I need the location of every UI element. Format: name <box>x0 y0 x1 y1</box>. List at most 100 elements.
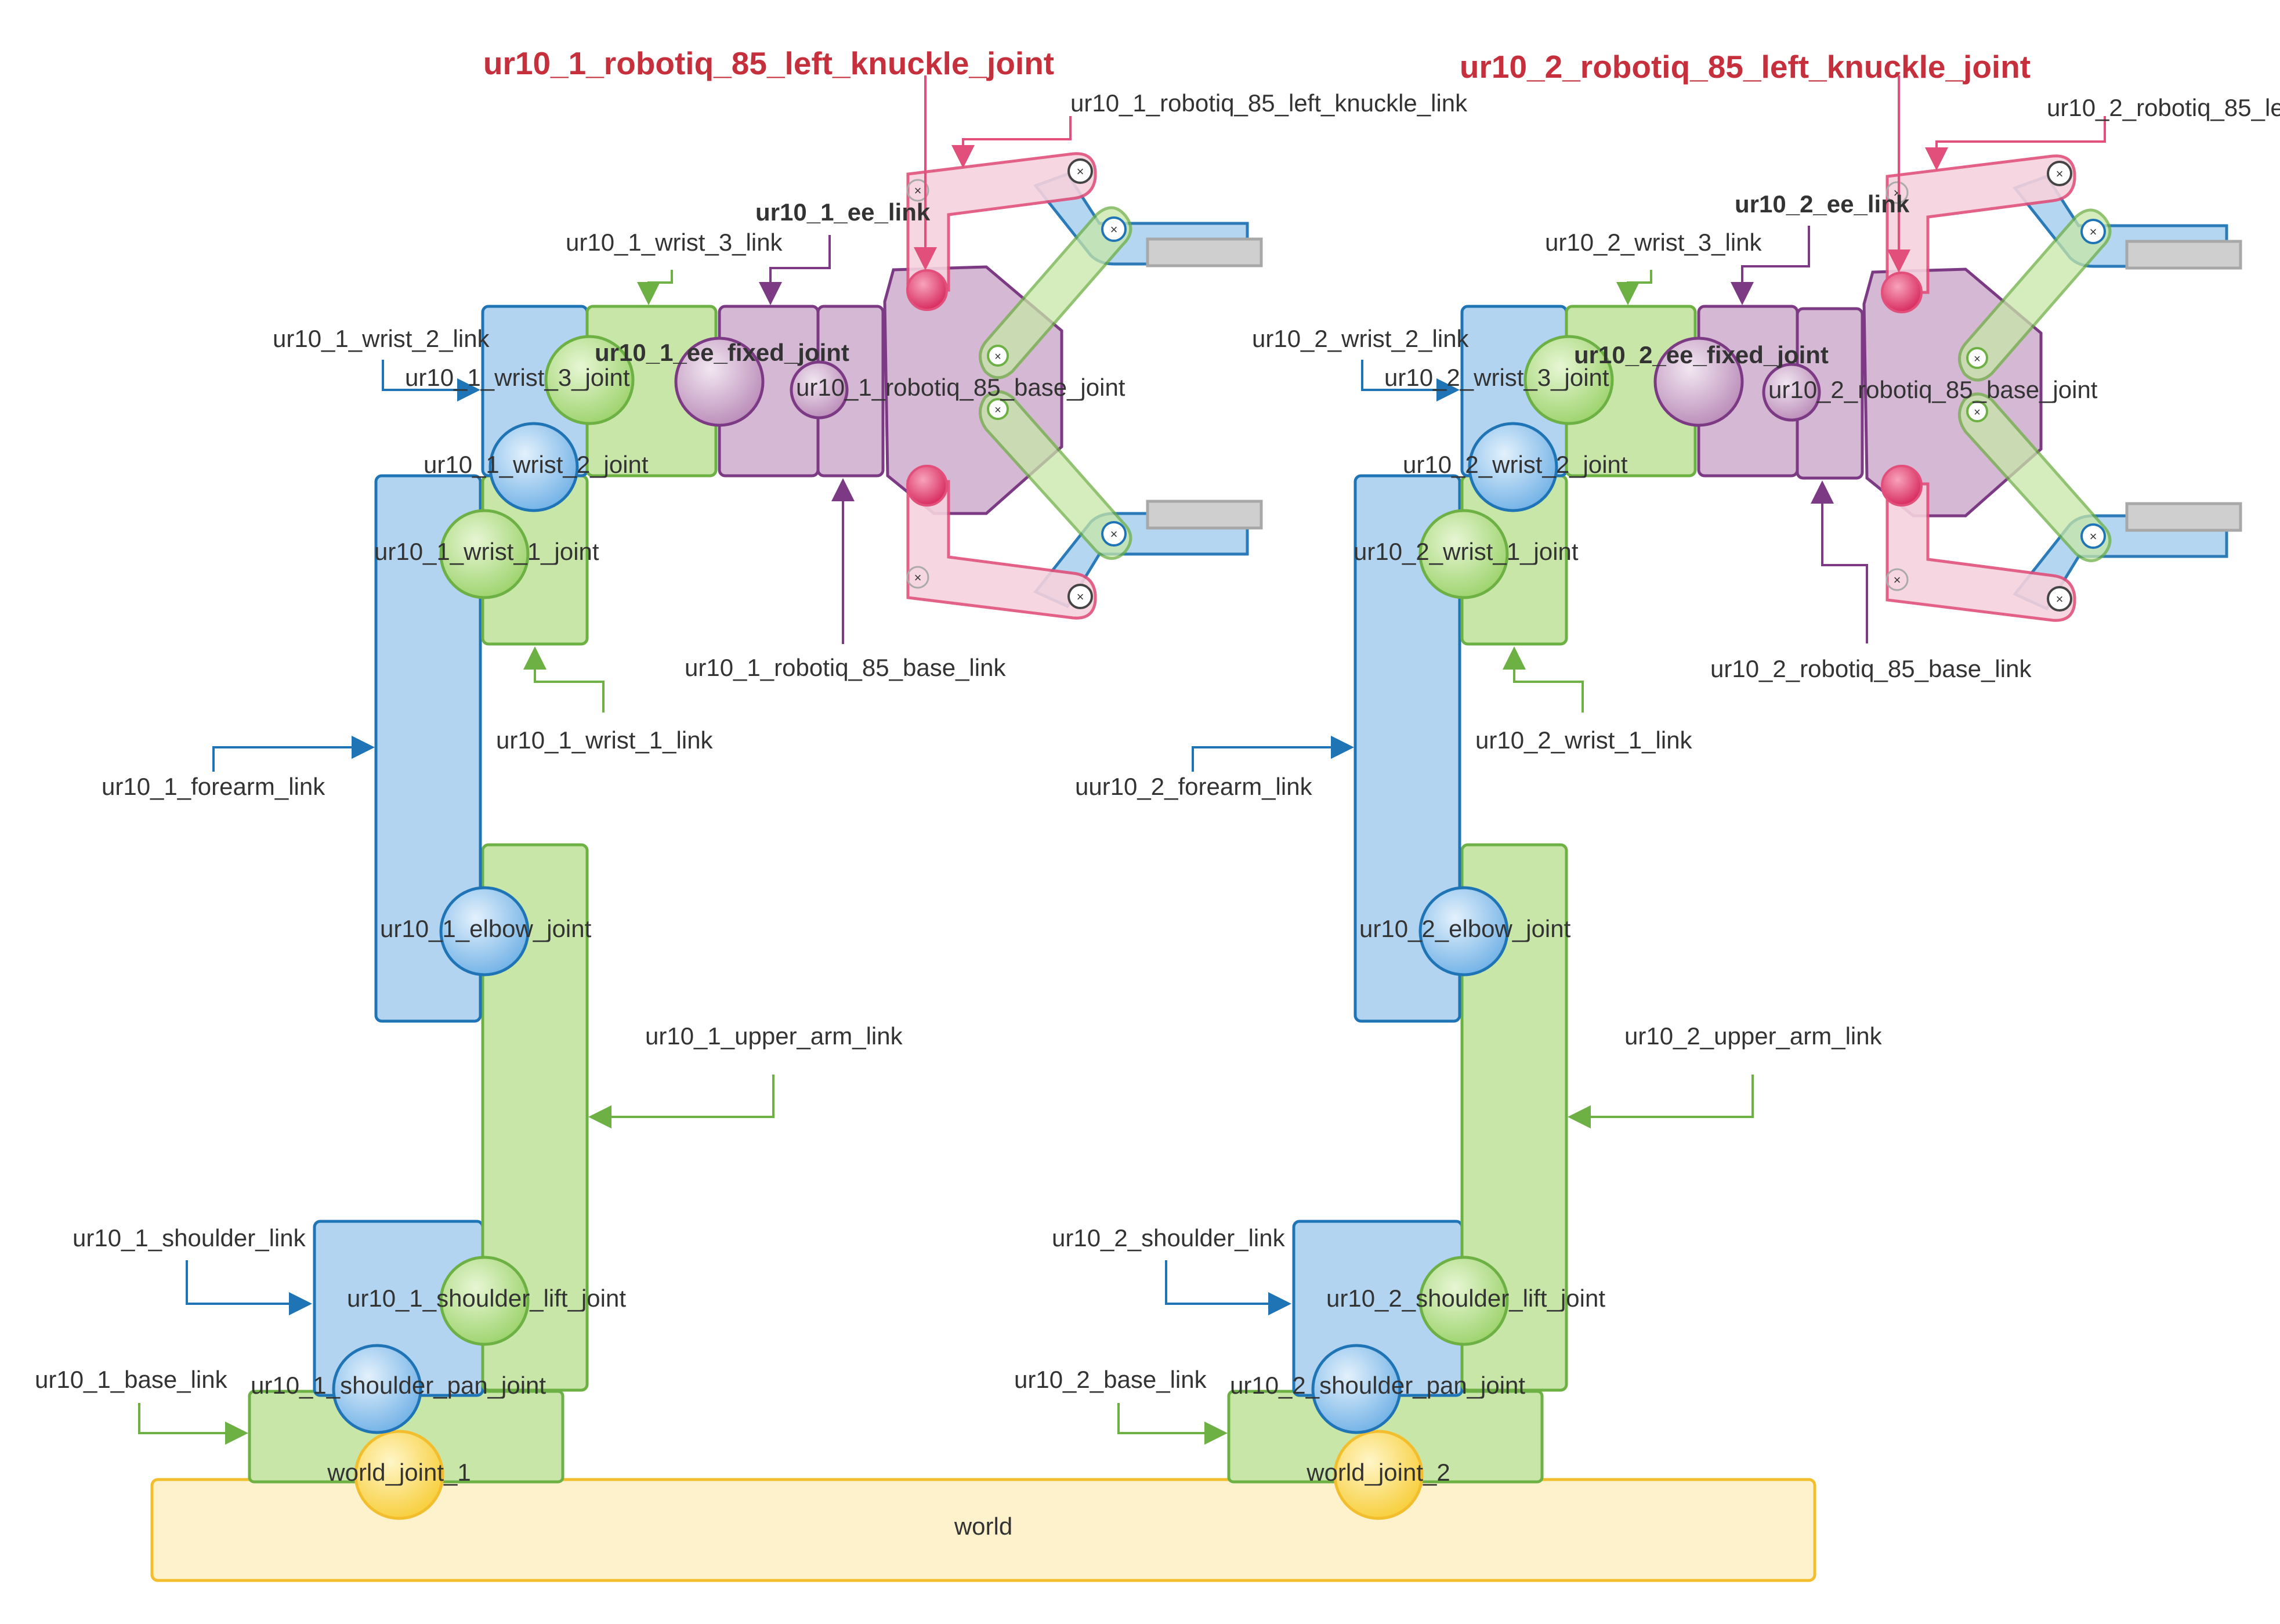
robotiq-base-link-label: ur10_2_robotiq_85_base_link <box>1710 655 2032 682</box>
arrow-ee-link <box>759 235 831 305</box>
wrist-1-link-label: ur10_1_wrist_1_link <box>496 726 714 754</box>
ee-link-label: ur10_1_ee_link <box>755 198 931 226</box>
world-joint-label: world_joint_1 <box>327 1459 471 1486</box>
arrow-forearm-link <box>212 736 375 772</box>
svg-text:×: × <box>2090 529 2097 544</box>
world-joint-circle <box>354 1430 444 1520</box>
elbow-joint-label: ur10_1_elbow_joint <box>380 915 592 942</box>
world-joint-circle <box>1333 1430 1424 1520</box>
ee-fixed-joint-circle <box>1653 337 1744 427</box>
wrist-2-joint-label: ur10_1_wrist_2_joint <box>424 451 649 478</box>
knuckle-link-label: ur10_1_robotiq_85_left_knuckle_link <box>1070 89 1468 117</box>
arrow-wrist-3-link <box>1616 270 1652 305</box>
arrow-base-link <box>1117 1403 1228 1445</box>
forearm-link-shape <box>1353 474 1461 1023</box>
knuckle-joint-label: ur10_2_robotiq_85_left_knuckle_joint <box>1460 49 2031 85</box>
arrow-base-link <box>138 1403 248 1445</box>
wrist-3-joint-label: ur10_2_wrist_3_joint <box>1384 364 1609 391</box>
shoulder-link-label: ur10_2_shoulder_link <box>1052 1224 1286 1252</box>
arrow-knuckle-link <box>951 116 1072 168</box>
wrist-2-link-label: ur10_2_wrist_2_link <box>1252 325 1470 352</box>
pin-icon: × <box>2047 161 2072 186</box>
wrist-1-joint-circle <box>1418 509 1509 599</box>
pin-icon: × <box>2080 523 2106 549</box>
knuckle-link-upper-shape <box>906 152 1097 292</box>
svg-text:×: × <box>1077 589 1084 604</box>
shoulder-lift-joint-circle <box>1418 1256 1509 1346</box>
knuckle-joint-upper-circle <box>906 269 948 311</box>
pin-icon: × <box>1101 216 1127 242</box>
arrow-wrist-2-link <box>1361 360 1460 402</box>
wrist-3-link-label: ur10_2_wrist_3_link <box>1545 229 1763 256</box>
finger-pad-lower-shape <box>2125 502 2242 532</box>
pin-icon: × <box>2080 219 2106 244</box>
arrow-wrist-3-link <box>637 270 673 305</box>
shoulder-pan-joint-label: ur10_2_shoulder_pan_joint <box>1230 1372 1525 1399</box>
upper-arm-link-shape <box>1460 843 1568 1392</box>
pin-icon: × <box>987 398 1009 420</box>
knuckle-link-lower-shape <box>906 480 1097 620</box>
arrow-wrist-2-link <box>382 360 480 402</box>
forearm-link-label: uur10_2_forearm_link <box>1075 773 1313 800</box>
finger-pad-upper-shape <box>1146 237 1263 267</box>
inner-link-lower-shape <box>1958 392 2112 562</box>
forearm-link-label: ur10_1_forearm_link <box>102 773 325 800</box>
knuckle-joint-lower-circle <box>906 465 948 507</box>
shoulder-lift-joint-circle <box>439 1256 530 1346</box>
robotiq-base-joint-circle <box>790 360 849 419</box>
upper-arm-link-label: ur10_1_upper_arm_link <box>645 1022 903 1050</box>
knuckle-link-label: ur10_2_robotiq_85_le <box>2047 94 2280 121</box>
shoulder-lift-joint-label: ur10_1_shoulder_lift_joint <box>347 1285 626 1312</box>
wrist-2-joint-label: ur10_2_wrist_2_joint <box>1403 451 1628 478</box>
knuckle-link-upper-shape <box>1885 154 2076 294</box>
arm-1: × × × × × × × × ur10_1_robotiq_85_left_k <box>35 45 1468 1520</box>
arrow-knuckle-link <box>1925 116 2106 171</box>
svg-text:×: × <box>2056 167 2064 181</box>
forearm-link-shape <box>374 474 482 1023</box>
robotiq-base-link-label: ur10_1_robotiq_85_base_link <box>685 654 1006 681</box>
inner-link-upper-shape <box>979 206 1132 379</box>
knuckle-joint-upper-circle <box>1881 272 1923 313</box>
pin-icon: × <box>1966 347 1988 369</box>
svg-text:×: × <box>1894 573 1901 587</box>
world-joint-label: world_joint_2 <box>1306 1459 1450 1486</box>
arrow-shoulder-link <box>186 1260 312 1315</box>
elbow-joint-circle <box>439 886 530 976</box>
pin-icon: × <box>987 345 1009 367</box>
pin-icon: × <box>1885 568 1909 591</box>
pin-icon: × <box>2047 586 2072 612</box>
shoulder-pan-joint-circle <box>1311 1344 1402 1434</box>
pin-icon: × <box>1966 400 1988 422</box>
arrow-robotiq-base-link <box>1811 480 1868 643</box>
wrist-1-joint-label: ur10_1_wrist_1_joint <box>374 538 599 565</box>
svg-text:×: × <box>1110 527 1118 541</box>
robotiq-base-joint-label: ur10_2_robotiq_85_base_joint <box>1768 376 2098 403</box>
robotiq-base-joint-label: ur10_1_robotiq_85_base_joint <box>796 374 1125 401</box>
inner-link-upper-shape <box>1958 208 2112 382</box>
upper-arm-link-label: ur10_2_upper_arm_link <box>1624 1022 1883 1050</box>
knuckle-joint-label: ur10_1_robotiq_85_left_knuckle_joint <box>483 45 1054 81</box>
arrow-upper-arm-link <box>588 1075 775 1129</box>
wrist-2-joint-circle <box>488 422 579 512</box>
svg-text:×: × <box>2090 225 2097 239</box>
svg-text:×: × <box>1974 406 1981 419</box>
shoulder-pan-joint-circle <box>332 1344 422 1434</box>
wrist-1-joint-label: ur10_2_wrist_1_joint <box>1353 538 1579 565</box>
robotiq-base-joint-circle <box>1762 363 1821 422</box>
svg-text:×: × <box>994 404 1001 417</box>
pin-icon: × <box>1067 584 1093 609</box>
arrow-wrist-1-link <box>1503 646 1584 712</box>
pin-icon: × <box>906 179 929 202</box>
svg-text:×: × <box>914 183 922 198</box>
svg-text:×: × <box>1974 353 1981 366</box>
arrow-upper-arm-link <box>1568 1075 1754 1129</box>
arrow-ee-link <box>1731 226 1810 305</box>
knuckle-joint-lower-circle <box>1881 465 1923 507</box>
shoulder-link-label: ur10_1_shoulder_link <box>73 1224 306 1252</box>
arm-2: × × × × × × × × ur10_2_robotiq_85_left_k… <box>1014 49 2280 1520</box>
finger-pad-lower-shape <box>1146 500 1263 530</box>
inner-link-lower-shape <box>979 390 1132 560</box>
shoulder-pan-joint-label: ur10_1_shoulder_pan_joint <box>251 1372 546 1399</box>
upper-arm-link-shape <box>481 843 589 1392</box>
